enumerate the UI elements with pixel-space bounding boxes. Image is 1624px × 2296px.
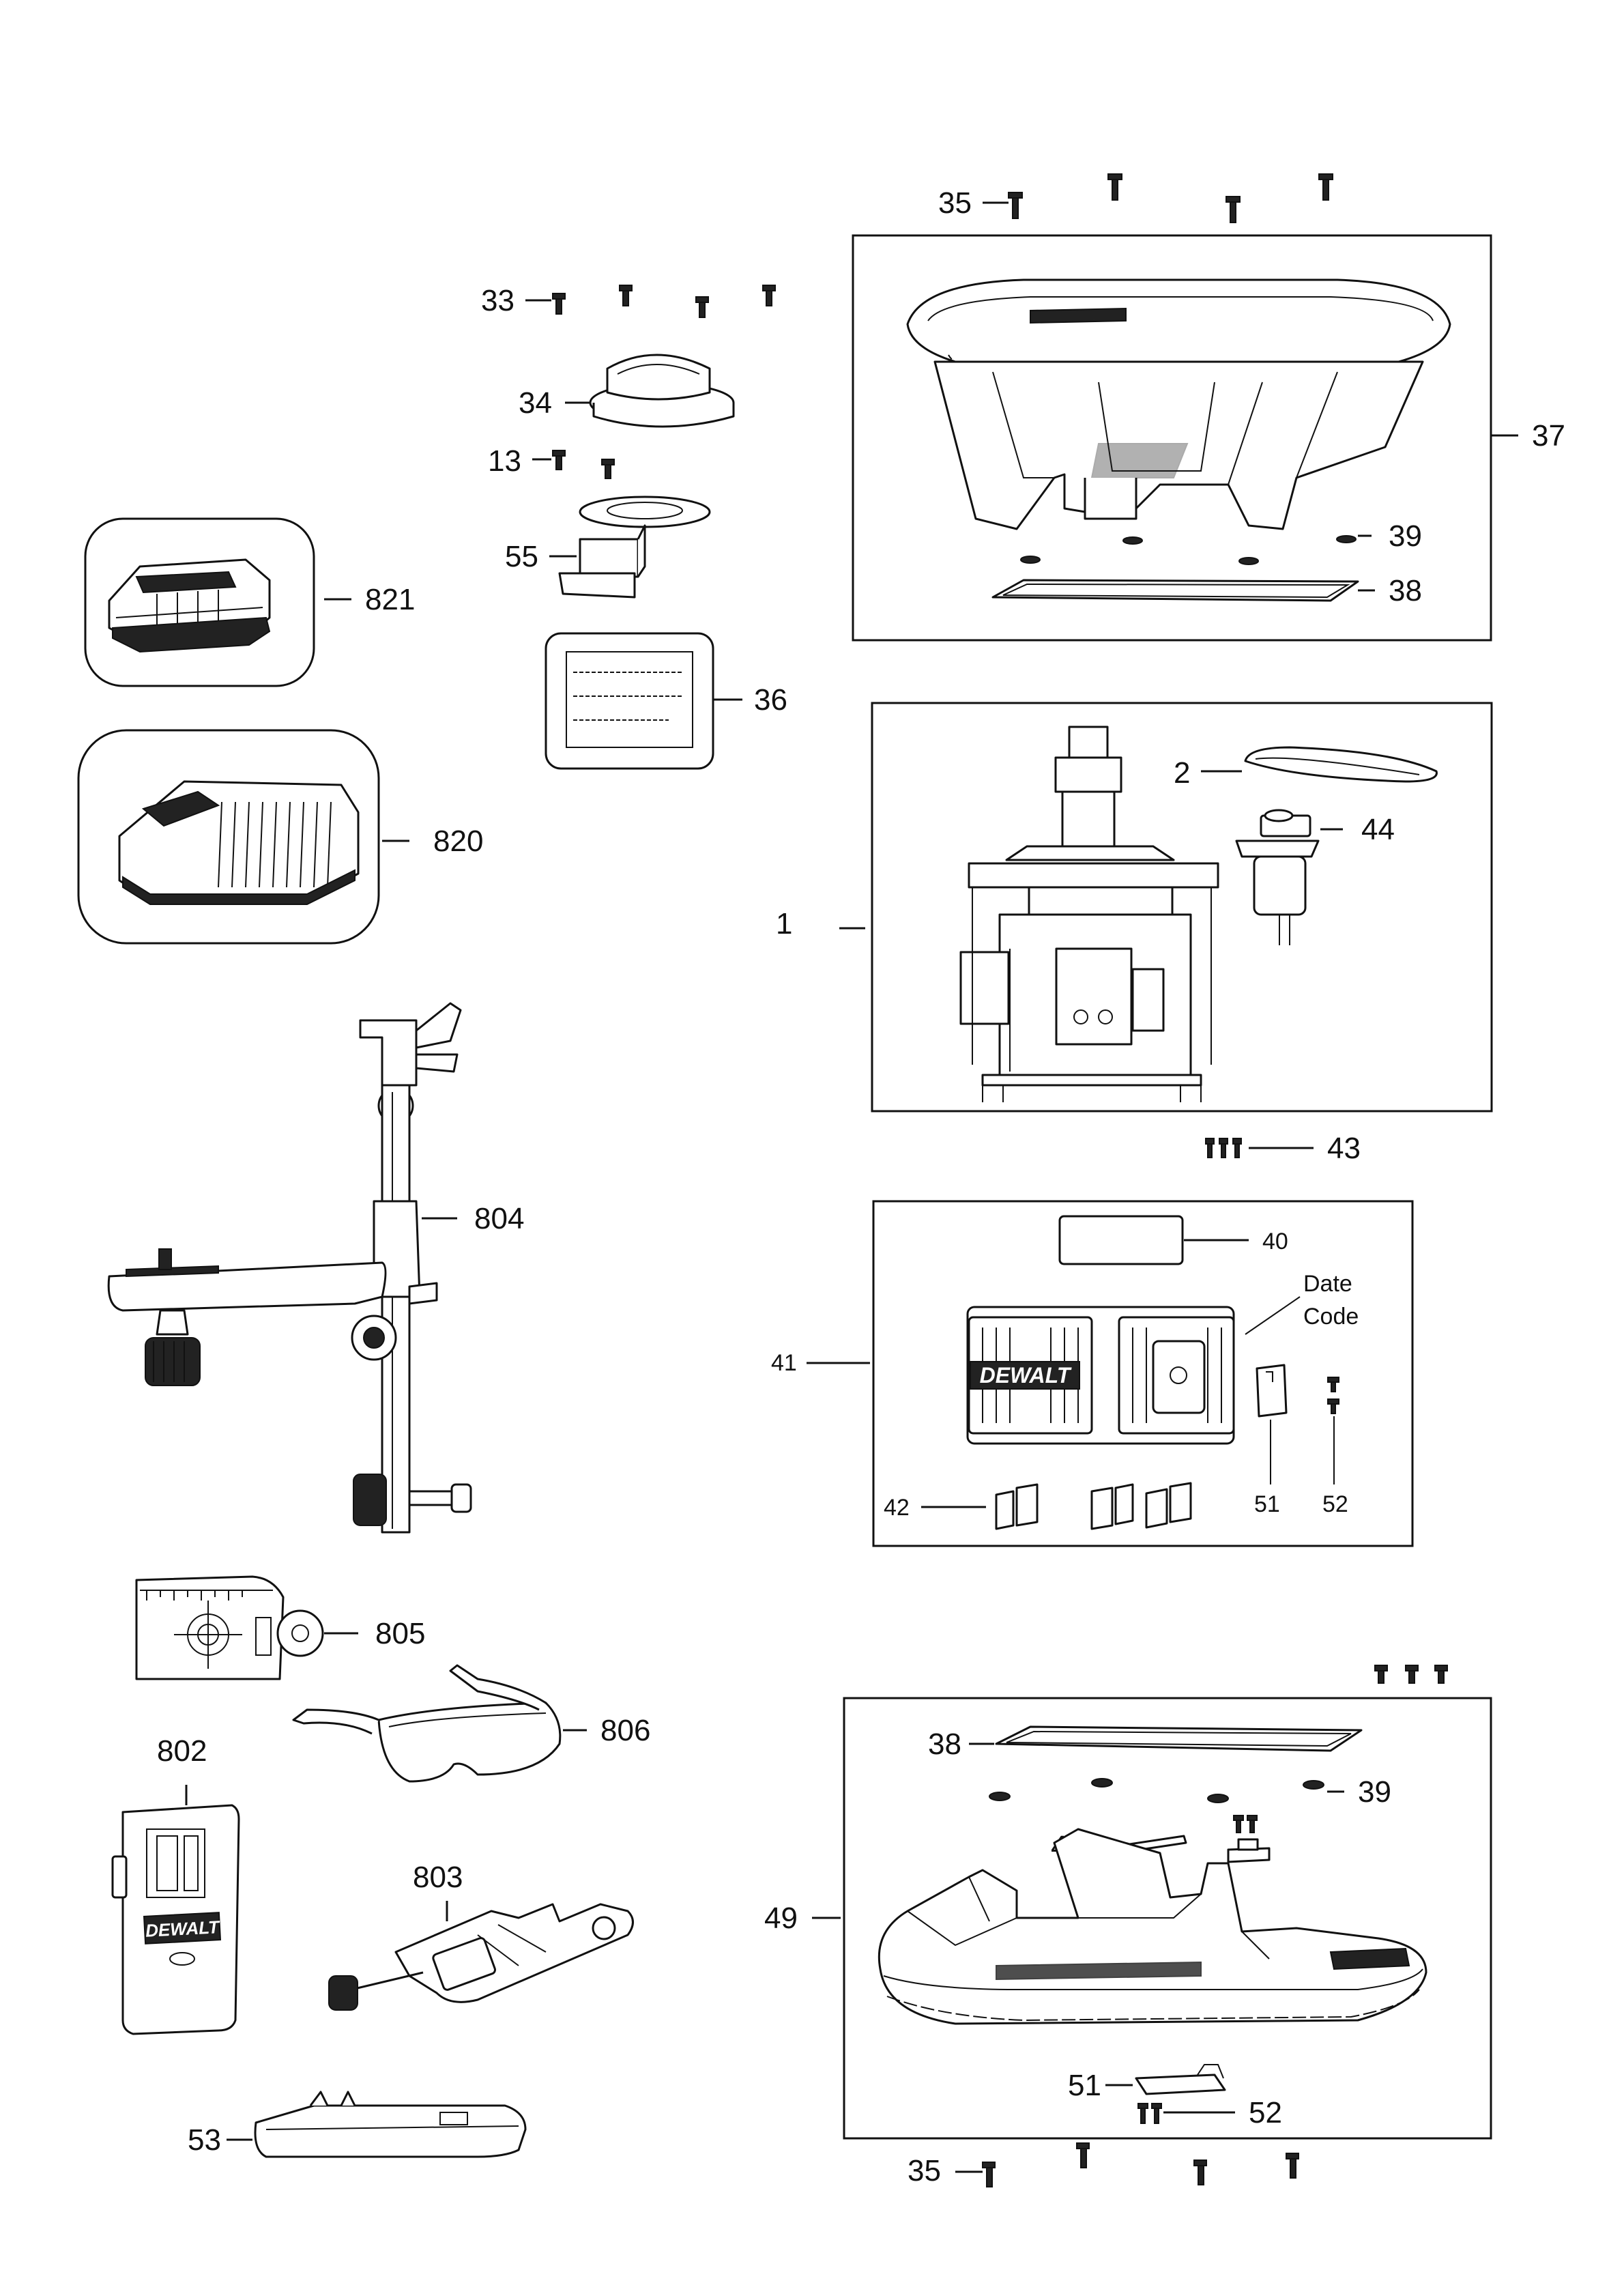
label-37: 37: [1532, 419, 1565, 453]
label-36: 36: [754, 683, 787, 717]
label-39-top: 39: [1389, 519, 1422, 553]
cap-34: 34: [519, 354, 735, 428]
dewalt-logo-receiver: DEWALT: [145, 1917, 220, 1941]
frame-49: [843, 1697, 1492, 2140]
label-44: 44: [1361, 813, 1395, 846]
label-43: 43: [1327, 1132, 1361, 1165]
label-55: 55: [505, 540, 538, 573]
label-34: 34: [519, 386, 552, 420]
label-806: 806: [600, 1714, 650, 1747]
label-41: 41: [771, 1350, 797, 1376]
top-housing-37: 39 38 37: [852, 234, 1565, 642]
dewalt-logo-plate: DEWALT: [980, 1363, 1072, 1388]
screw-set-35-top: 35: [938, 173, 1333, 223]
screw-set-35-bottom: 35: [908, 2142, 1299, 2187]
label-13: 13: [488, 444, 521, 478]
label-52-plate: 52: [1322, 1491, 1348, 1517]
info-label-36: 36: [545, 632, 787, 770]
label-38-bottom: 38: [928, 1727, 961, 1761]
frame-37: [852, 234, 1492, 642]
label-49: 49: [764, 1902, 798, 1935]
wall-mount-804: 804: [107, 1002, 524, 1534]
rod-clamp-803: 803: [328, 1861, 634, 2011]
label-42: 42: [884, 1495, 910, 1521]
charger-820: 820: [77, 729, 483, 945]
label-38-top: 38: [1389, 574, 1422, 607]
mount-part-55: 55: [505, 496, 711, 599]
label-2: 2: [1174, 756, 1190, 790]
label-803: 803: [413, 1861, 463, 1894]
label-39-bottom: 39: [1358, 1775, 1391, 1809]
label-40: 40: [1262, 1229, 1288, 1254]
label-53: 53: [188, 2123, 221, 2157]
screw-set-13: 13: [488, 444, 615, 479]
label-802: 802: [157, 1734, 207, 1768]
target-card-805: 805: [135, 1575, 425, 1680]
label-33: 33: [481, 284, 514, 317]
label-51-bottom: 51: [1068, 2069, 1101, 2102]
label-35-bottom: 35: [908, 2154, 941, 2187]
battery-821: 821: [84, 517, 415, 687]
label-1: 1: [776, 907, 792, 941]
label-code: Code: [1303, 1304, 1359, 1330]
label-51-plate: 51: [1254, 1491, 1280, 1517]
bottom-housing-49: 49 38 39 46 51: [764, 1697, 1492, 2140]
label-821: 821: [365, 583, 415, 616]
screw-set-top-right: [1374, 1665, 1448, 1684]
label-804: 804: [474, 1202, 524, 1235]
screw-set-33: 33: [481, 284, 776, 318]
label-820: 820: [433, 824, 483, 858]
screw-set-43: 43: [1205, 1132, 1361, 1165]
frame-1: [871, 702, 1493, 1113]
safety-glasses-806: 806: [292, 1664, 650, 1783]
label-35-top: 35: [938, 186, 972, 220]
label-date: Date: [1303, 1271, 1352, 1297]
mounting-bracket-53: 53: [188, 2091, 527, 2158]
chassis-assembly-1: 1 2 44: [776, 702, 1493, 1113]
label-52-bottom: 52: [1249, 2096, 1282, 2129]
label-805: 805: [375, 1617, 425, 1650]
base-plate-41: 41 40 Date Code DEWALT 51 52 42: [771, 1200, 1414, 1547]
laser-receiver-802: 802 DEWALT: [111, 1734, 240, 2035]
